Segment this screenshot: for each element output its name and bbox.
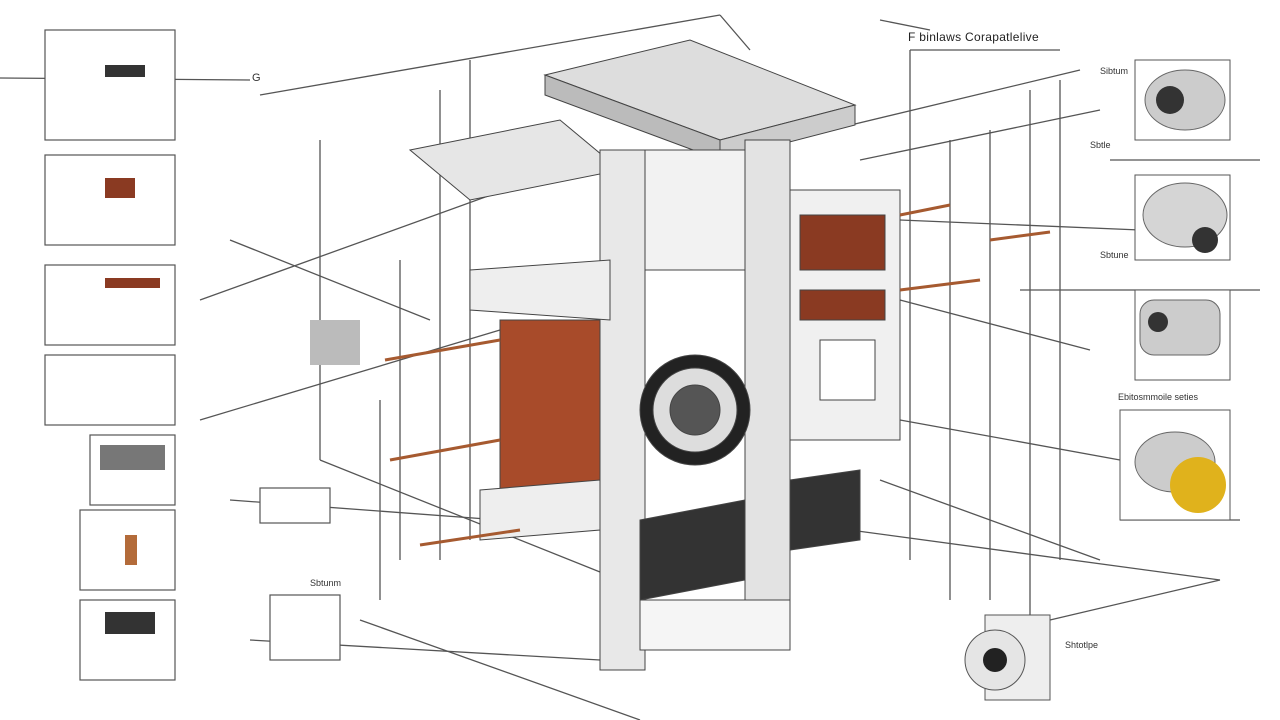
right-components [964,59,1231,701]
balcony [469,259,611,321]
label-right-callout: Ebitosmmoile seties [1118,392,1199,402]
detail-panel [259,487,331,524]
gold-cap-icon [1170,457,1226,513]
lower-balcony [479,479,601,541]
thumbnail [105,65,145,77]
label-left-note: Sbtunm [310,578,342,588]
thumbnail [100,445,165,470]
left-panel-thumbnails [100,65,360,634]
detail-panel [44,154,176,246]
label-top-marker: G [252,72,261,84]
stair-block [789,469,861,551]
stair-block [639,499,746,601]
detail-panel [44,29,176,141]
label-mid-right: Sbtune [1100,250,1129,260]
label-top-right-a: Sibtum [1100,66,1129,76]
column-right [744,139,791,631]
left-detail-panels [44,29,341,681]
upper-terrace [408,119,622,201]
detail-panel [44,354,176,426]
leader-lines [0,14,1260,720]
window [819,339,876,401]
brick-panel [799,289,886,321]
detail-panel [44,264,176,346]
detail-panel [269,594,341,661]
pipes [384,203,1051,547]
brick-panel [799,214,886,271]
bracket-hole [1148,312,1168,332]
thumbnail [105,178,135,198]
label-top-right-b: Sbtle [1090,140,1111,150]
brick-wing [499,319,601,501]
upper-core [644,149,746,271]
camera-lens-center [983,648,1007,672]
turbine-hub [669,384,721,436]
column-left [599,149,646,671]
base-railing [639,599,791,651]
diagram-title: F binlaws Corapatlelive [908,30,1039,44]
fitting-icon [1144,69,1226,131]
coupler-bore [1192,227,1218,253]
fitting-bore [1156,86,1184,114]
thumbnail [310,320,360,365]
thumbnail [125,535,137,565]
building [408,39,901,671]
label-bottom-right: Shtotlpe [1065,640,1099,650]
thumbnail [105,278,160,288]
thumbnail [105,612,155,634]
